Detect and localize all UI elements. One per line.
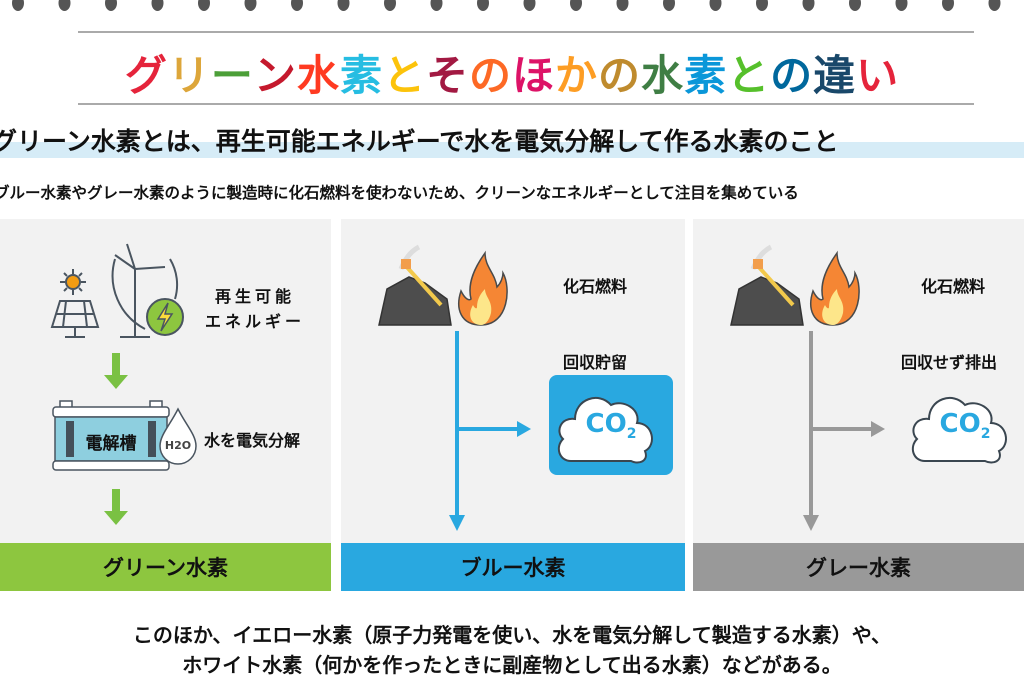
dot [570,0,582,11]
fossil-fuel-label: 化石燃料 [921,277,986,296]
title-char: い [856,51,900,100]
panel-blue-hydrogen: 化石燃料 回収貯留 CO2 ブルー水素 [341,219,685,591]
co2-emission: CO2 [903,375,1024,475]
dot [616,0,629,11]
title-rule-bottom [78,103,974,105]
arrow-down-icon [104,353,128,389]
gray-flow-arrows [803,331,885,531]
green-hydrogen-label: グリーン水素 [0,543,331,591]
title-char: と [727,51,771,100]
lead-text: グリーン水素とは、再生可能エネルギーで水を電気分解して作る水素のこと [0,122,1024,158]
page-title: グリーン水素とそのほかの水素との違い [0,42,1024,103]
title-char: 水 [641,51,685,100]
co2-text: CO2 [585,409,637,443]
dot [291,0,303,11]
title-char: 素 [339,51,383,100]
title-char: そ [425,51,469,100]
fossil-fuel-icon [730,244,860,326]
title-char: か [555,51,599,100]
dot [756,0,768,11]
gray-hydrogen-label: グレー水素 [693,543,1024,591]
title-char: グ [124,51,168,100]
fossil-fuel-icon [378,244,508,326]
sub-text: ブルー水素やグレー水素のように製造時に化石燃料を使わないため、クリーンなエネルギ… [0,184,799,202]
title-rule-top [78,31,974,33]
dot [198,0,210,11]
electrolyzer-tank: 電解槽 [52,399,170,471]
dot [12,0,24,11]
water-drop-icon: H2O [158,407,198,465]
blue-hydrogen-label: ブルー水素 [341,543,685,591]
dot [151,0,164,11]
dot [384,0,396,11]
title-char: ー [210,51,254,100]
renewable-energy-icon [50,243,184,338]
dot [244,0,257,11]
dot [663,0,675,11]
co2-text: CO2 [939,409,991,443]
co2-storage-box: CO2 [549,375,673,475]
title-char: リ [167,51,211,100]
panel-green-hydrogen: 再生可能エネルギー 電解槽 H2O 水を電気分解 グリーン水素 [0,219,331,591]
fossil-fuel-label: 化石燃料 [563,277,628,296]
cloud-icon [557,397,653,464]
dot [523,0,536,11]
panel-gray-hydrogen: 化石燃料 回収せず排出 CO2 グレー水素 [693,219,1024,591]
dot [430,0,443,11]
dot [58,0,71,11]
co2-action-label: 回収貯留 [563,353,628,372]
cloud-icon [911,397,1007,464]
title-char: の [770,51,814,100]
arrow-down-icon [104,489,128,525]
blue-flow-arrows [449,331,531,531]
decorative-dots [12,0,1001,11]
dot [337,0,350,11]
dot [105,0,117,11]
title-char: ン [253,51,297,100]
title-char: の [468,51,512,100]
electrolysis-label: 水を電気分解 [204,431,301,450]
dot [802,0,815,11]
dot [895,0,908,11]
title-char: と [382,51,426,100]
footer-note: このほか、イエロー水素（原子力発電を使い、水を電気分解して製造する水素）や、ホワ… [132,623,892,677]
dot [709,0,722,11]
dot [942,0,954,11]
title-char: ほ [512,51,556,100]
dot [988,0,1001,11]
title-char: 違 [813,51,857,100]
dot [477,0,489,11]
dot [849,0,861,11]
title-char: の [598,51,642,100]
title-char: 水 [296,51,340,100]
title-char: 素 [684,51,728,100]
co2-action-label: 回収せず排出 [901,353,998,372]
energy-label: 再生可能エネルギー [205,287,306,331]
